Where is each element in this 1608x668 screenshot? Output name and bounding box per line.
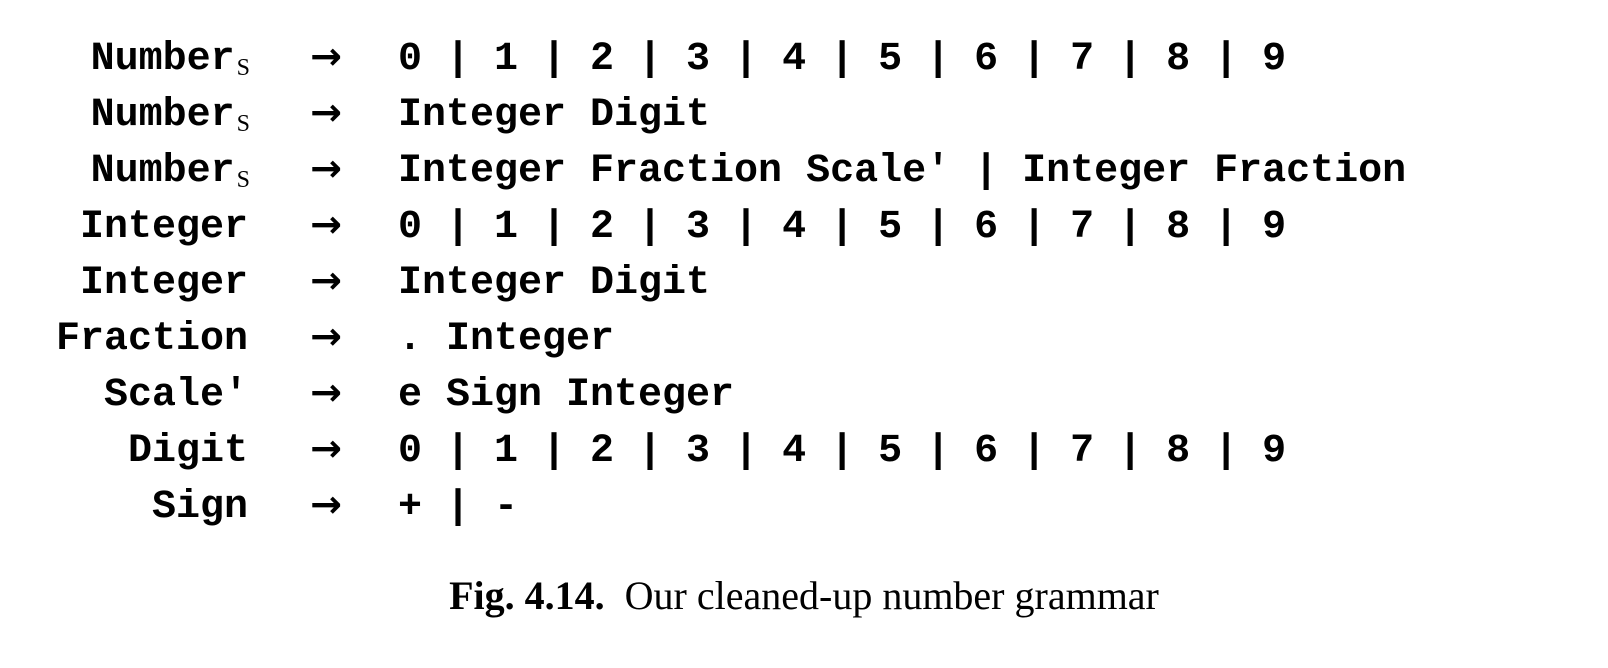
rule-lhs-symbol: Integer: [79, 205, 248, 250]
grammar-rule: NumberS → Integer Digit: [0, 84, 1406, 140]
grammar-rule: Digit → 0 | 1 | 2 | 3 | 4 | 5 | 6 | 7 | …: [0, 420, 1406, 476]
rule-rhs: Integer Fraction Scale′ | Integer Fracti…: [398, 149, 1407, 194]
rule-rhs: Integer Digit: [398, 261, 711, 306]
rule-arrow: →: [310, 314, 342, 358]
rule-arrow: →: [310, 370, 342, 414]
grammar-rule: Sign → + | -: [0, 476, 1406, 532]
rule-lhs: Fraction: [0, 312, 250, 370]
rule-lhs-symbol: Sign: [151, 485, 248, 530]
rule-lhs-symbol: Number: [90, 149, 235, 194]
rule-lhs: NumberS: [0, 88, 250, 146]
rule-lhs: Sign: [0, 480, 250, 538]
grammar-rule: Fraction → . Integer: [0, 308, 1406, 364]
rule-lhs-symbol: Number: [90, 37, 235, 82]
rule-rhs: 0 | 1 | 2 | 3 | 4 | 5 | 6 | 7 | 8 | 9: [398, 205, 1287, 250]
rule-lhs: Integer: [0, 200, 250, 258]
rule-arrow: →: [310, 202, 342, 246]
grammar-rule: Scale′ → e Sign Integer: [0, 364, 1406, 420]
rule-lhs: Scale′: [0, 368, 250, 426]
rule-arrow: →: [310, 34, 342, 78]
rule-arrow: →: [310, 426, 342, 470]
rule-lhs-symbol: Fraction: [55, 317, 248, 362]
rule-lhs-symbol: Scale′: [103, 373, 248, 418]
grammar-rules: NumberS → 0 | 1 | 2 | 3 | 4 | 5 | 6 | 7 …: [0, 28, 1406, 532]
grammar-rule: Integer → 0 | 1 | 2 | 3 | 4 | 5 | 6 | 7 …: [0, 196, 1406, 252]
rule-lhs: Integer: [0, 256, 250, 314]
grammar-rule: NumberS → 0 | 1 | 2 | 3 | 4 | 5 | 6 | 7 …: [0, 28, 1406, 84]
figure-caption-label: Fig. 4.14.: [449, 573, 605, 618]
rule-rhs: 0 | 1 | 2 | 3 | 4 | 5 | 6 | 7 | 8 | 9: [398, 37, 1287, 82]
rule-arrow: →: [310, 258, 342, 302]
rule-lhs: NumberS: [0, 32, 250, 90]
rule-lhs-symbol: Digit: [127, 429, 248, 474]
rule-lhs-subscript: S: [236, 167, 250, 193]
rule-rhs: Integer Digit: [398, 93, 711, 138]
rule-arrow: →: [310, 482, 342, 526]
figure-caption-text: Our cleaned-up number grammar: [624, 573, 1159, 618]
grammar-rule: NumberS → Integer Fraction Scale′ | Inte…: [0, 140, 1407, 196]
rule-lhs-subscript: S: [236, 111, 250, 137]
rule-arrow: →: [310, 90, 342, 134]
rule-lhs-subscript: S: [236, 55, 250, 81]
rule-arrow: →: [310, 146, 342, 190]
rule-rhs: + | -: [398, 485, 519, 530]
rule-lhs: Digit: [0, 424, 250, 482]
rule-lhs: NumberS: [0, 144, 250, 202]
rule-rhs: 0 | 1 | 2 | 3 | 4 | 5 | 6 | 7 | 8 | 9: [398, 429, 1287, 474]
rule-rhs: e Sign Integer: [398, 373, 735, 418]
rule-lhs-symbol: Number: [90, 93, 235, 138]
rule-lhs-symbol: Integer: [79, 261, 248, 306]
grammar-rule: Integer → Integer Digit: [0, 252, 1406, 308]
figure-caption: Fig. 4.14. Our cleaned-up number grammar: [0, 572, 1608, 619]
rule-rhs: . Integer: [398, 317, 615, 362]
